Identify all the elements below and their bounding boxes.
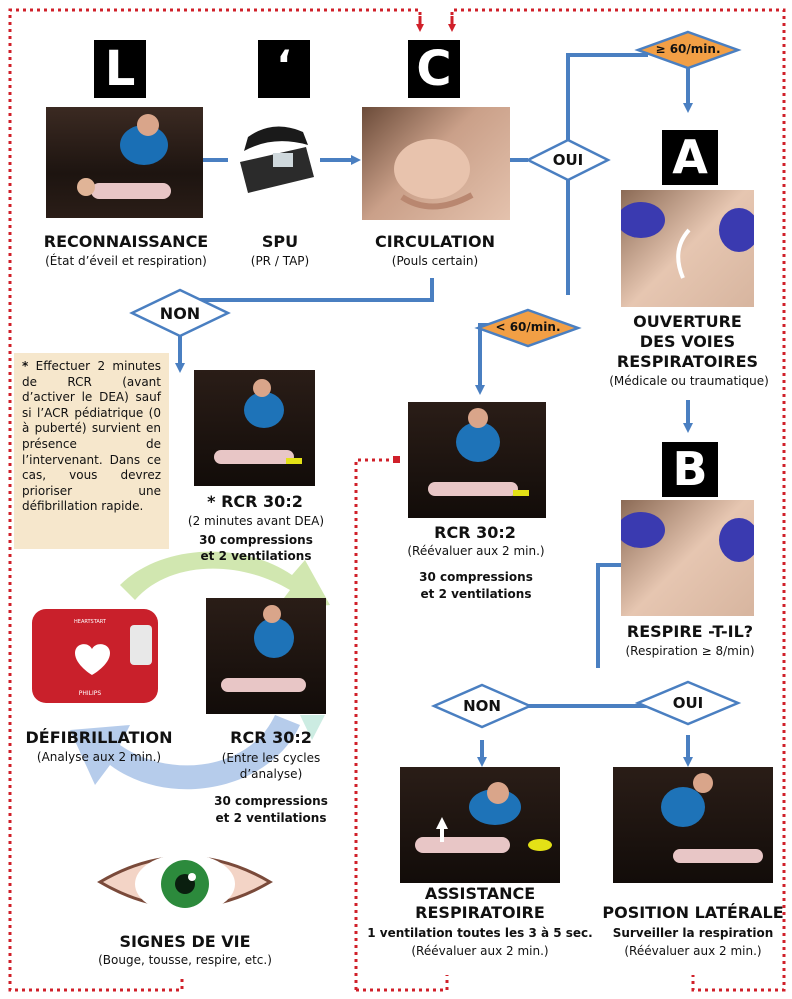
letter-l-box: L	[94, 40, 146, 98]
rcr-left-title: * RCR 30:2	[207, 492, 303, 511]
circulation-title: CIRCULATION	[375, 232, 495, 251]
photo-ouverture	[621, 190, 754, 307]
arrow-circ-non	[190, 278, 434, 302]
position-sub: (Réévaluer aux 2 min.)	[624, 944, 762, 958]
ouverture-line3: RESPIRATOIRES	[616, 352, 759, 371]
photo-respire	[621, 500, 754, 616]
photo-rcr-left	[194, 370, 315, 486]
signes-sub: (Bouge, tousse, respire, etc.)	[98, 953, 272, 967]
cycle-arrow-top	[120, 551, 330, 610]
defib-title: DÉFIBRILLATION	[25, 728, 173, 747]
diamond-oui-right: OUI	[672, 694, 704, 712]
dotted-endpoint	[393, 456, 400, 463]
photo-position	[613, 767, 773, 883]
reconnaissance-sub: (État d’éveil et respiration)	[45, 254, 207, 268]
ouverture-sub: (Médicale ou traumatique)	[609, 374, 769, 388]
assistance-line1: ASSISTANCE	[424, 884, 536, 903]
dotted-outer-loop	[8, 8, 786, 992]
rcr-center-line1: 30 compressions	[419, 570, 533, 584]
arrow-oui-up	[566, 53, 648, 140]
photo-assistance	[400, 767, 560, 883]
cycle-arrow-bottom	[70, 715, 300, 790]
rcr-center-title: RCR 30:2	[434, 523, 516, 542]
arrow-respire-line	[596, 563, 622, 668]
photo-circulation	[362, 107, 510, 220]
signes-title: SIGNES DE VIE	[119, 932, 251, 951]
photo-phone	[228, 107, 320, 199]
rcr-cycle-line2: et 2 ventilations	[215, 811, 327, 825]
spu-sub: (PR / TAP)	[250, 254, 310, 268]
ouverture-line1: OUVERTURE	[633, 312, 742, 331]
defib-sub: (Analyse aux 2 min.)	[36, 750, 162, 764]
diamond-non-right: NON	[463, 697, 501, 715]
assistance-line2: RESPIRATOIRE	[415, 903, 545, 922]
rcr-cycle-sub1: (Entre les cycles	[221, 751, 321, 765]
aed-device-text: HEARTSTART	[74, 619, 107, 625]
rcr-cycle-line1: 30 compressions	[214, 794, 328, 808]
letter-b-box: B	[662, 442, 718, 497]
assistance-bold: 1 ventilation toutes les 3 à 5 sec.	[367, 926, 593, 940]
aed-brand-text: PHILIPS	[79, 690, 102, 697]
diamond-ge60: ≥ 60/min.	[655, 42, 721, 56]
rcr-cycle-sub2: d’analyse)	[239, 767, 303, 781]
rcr-left-sub: (2 minutes avant DEA)	[187, 514, 325, 528]
letter-tick-box: ‘	[258, 40, 310, 98]
diamond-non-left: NON	[159, 304, 201, 323]
note-text: Effectuer 2 minutes de RCR (avant d’acti…	[22, 359, 161, 514]
respire-title: RESPIRE -T-IL?	[626, 622, 754, 641]
letter-c-box: C	[408, 40, 460, 98]
aed-device: PHILIPS HEARTSTART	[30, 605, 160, 707]
pediatric-note: * Effectuer 2 minutes de RCR (avant d’ac…	[14, 353, 169, 549]
rcr-center-sub: (Réévaluer aux 2 min.)	[407, 544, 545, 558]
ouverture-line2: DES VOIES	[639, 332, 736, 351]
spu-title: SPU	[261, 232, 299, 251]
position-title: POSITION LATÉRALE	[602, 903, 784, 922]
assistance-sub: (Réévaluer aux 2 min.)	[411, 944, 549, 958]
reconnaissance-title: RECONNAISSANCE	[43, 232, 209, 251]
cycle-arrow-right	[300, 715, 325, 740]
position-bold: Surveiller la respiration	[612, 926, 774, 940]
diamond-lt60: < 60/min.	[495, 320, 561, 334]
photo-rcr-center	[408, 402, 546, 518]
photo-reconnaissance	[46, 107, 203, 218]
rcr-left-line1: 30 compressions	[199, 533, 313, 547]
note-star: *	[22, 359, 29, 373]
letter-a-box: A	[662, 130, 718, 185]
rcr-cycle-title: RCR 30:2	[230, 728, 312, 747]
photo-rcr-cycle	[206, 598, 326, 714]
rcr-center-line2: et 2 ventilations	[420, 587, 532, 601]
diamond-shapes	[129, 30, 742, 729]
diamond-oui-top: OUI	[552, 151, 584, 169]
circulation-sub: (Pouls certain)	[391, 254, 479, 268]
respire-sub: (Respiration ≥ 8/min)	[625, 644, 755, 658]
eye-icon	[96, 842, 274, 922]
rcr-left-line2: et 2 ventilations	[200, 549, 312, 563]
